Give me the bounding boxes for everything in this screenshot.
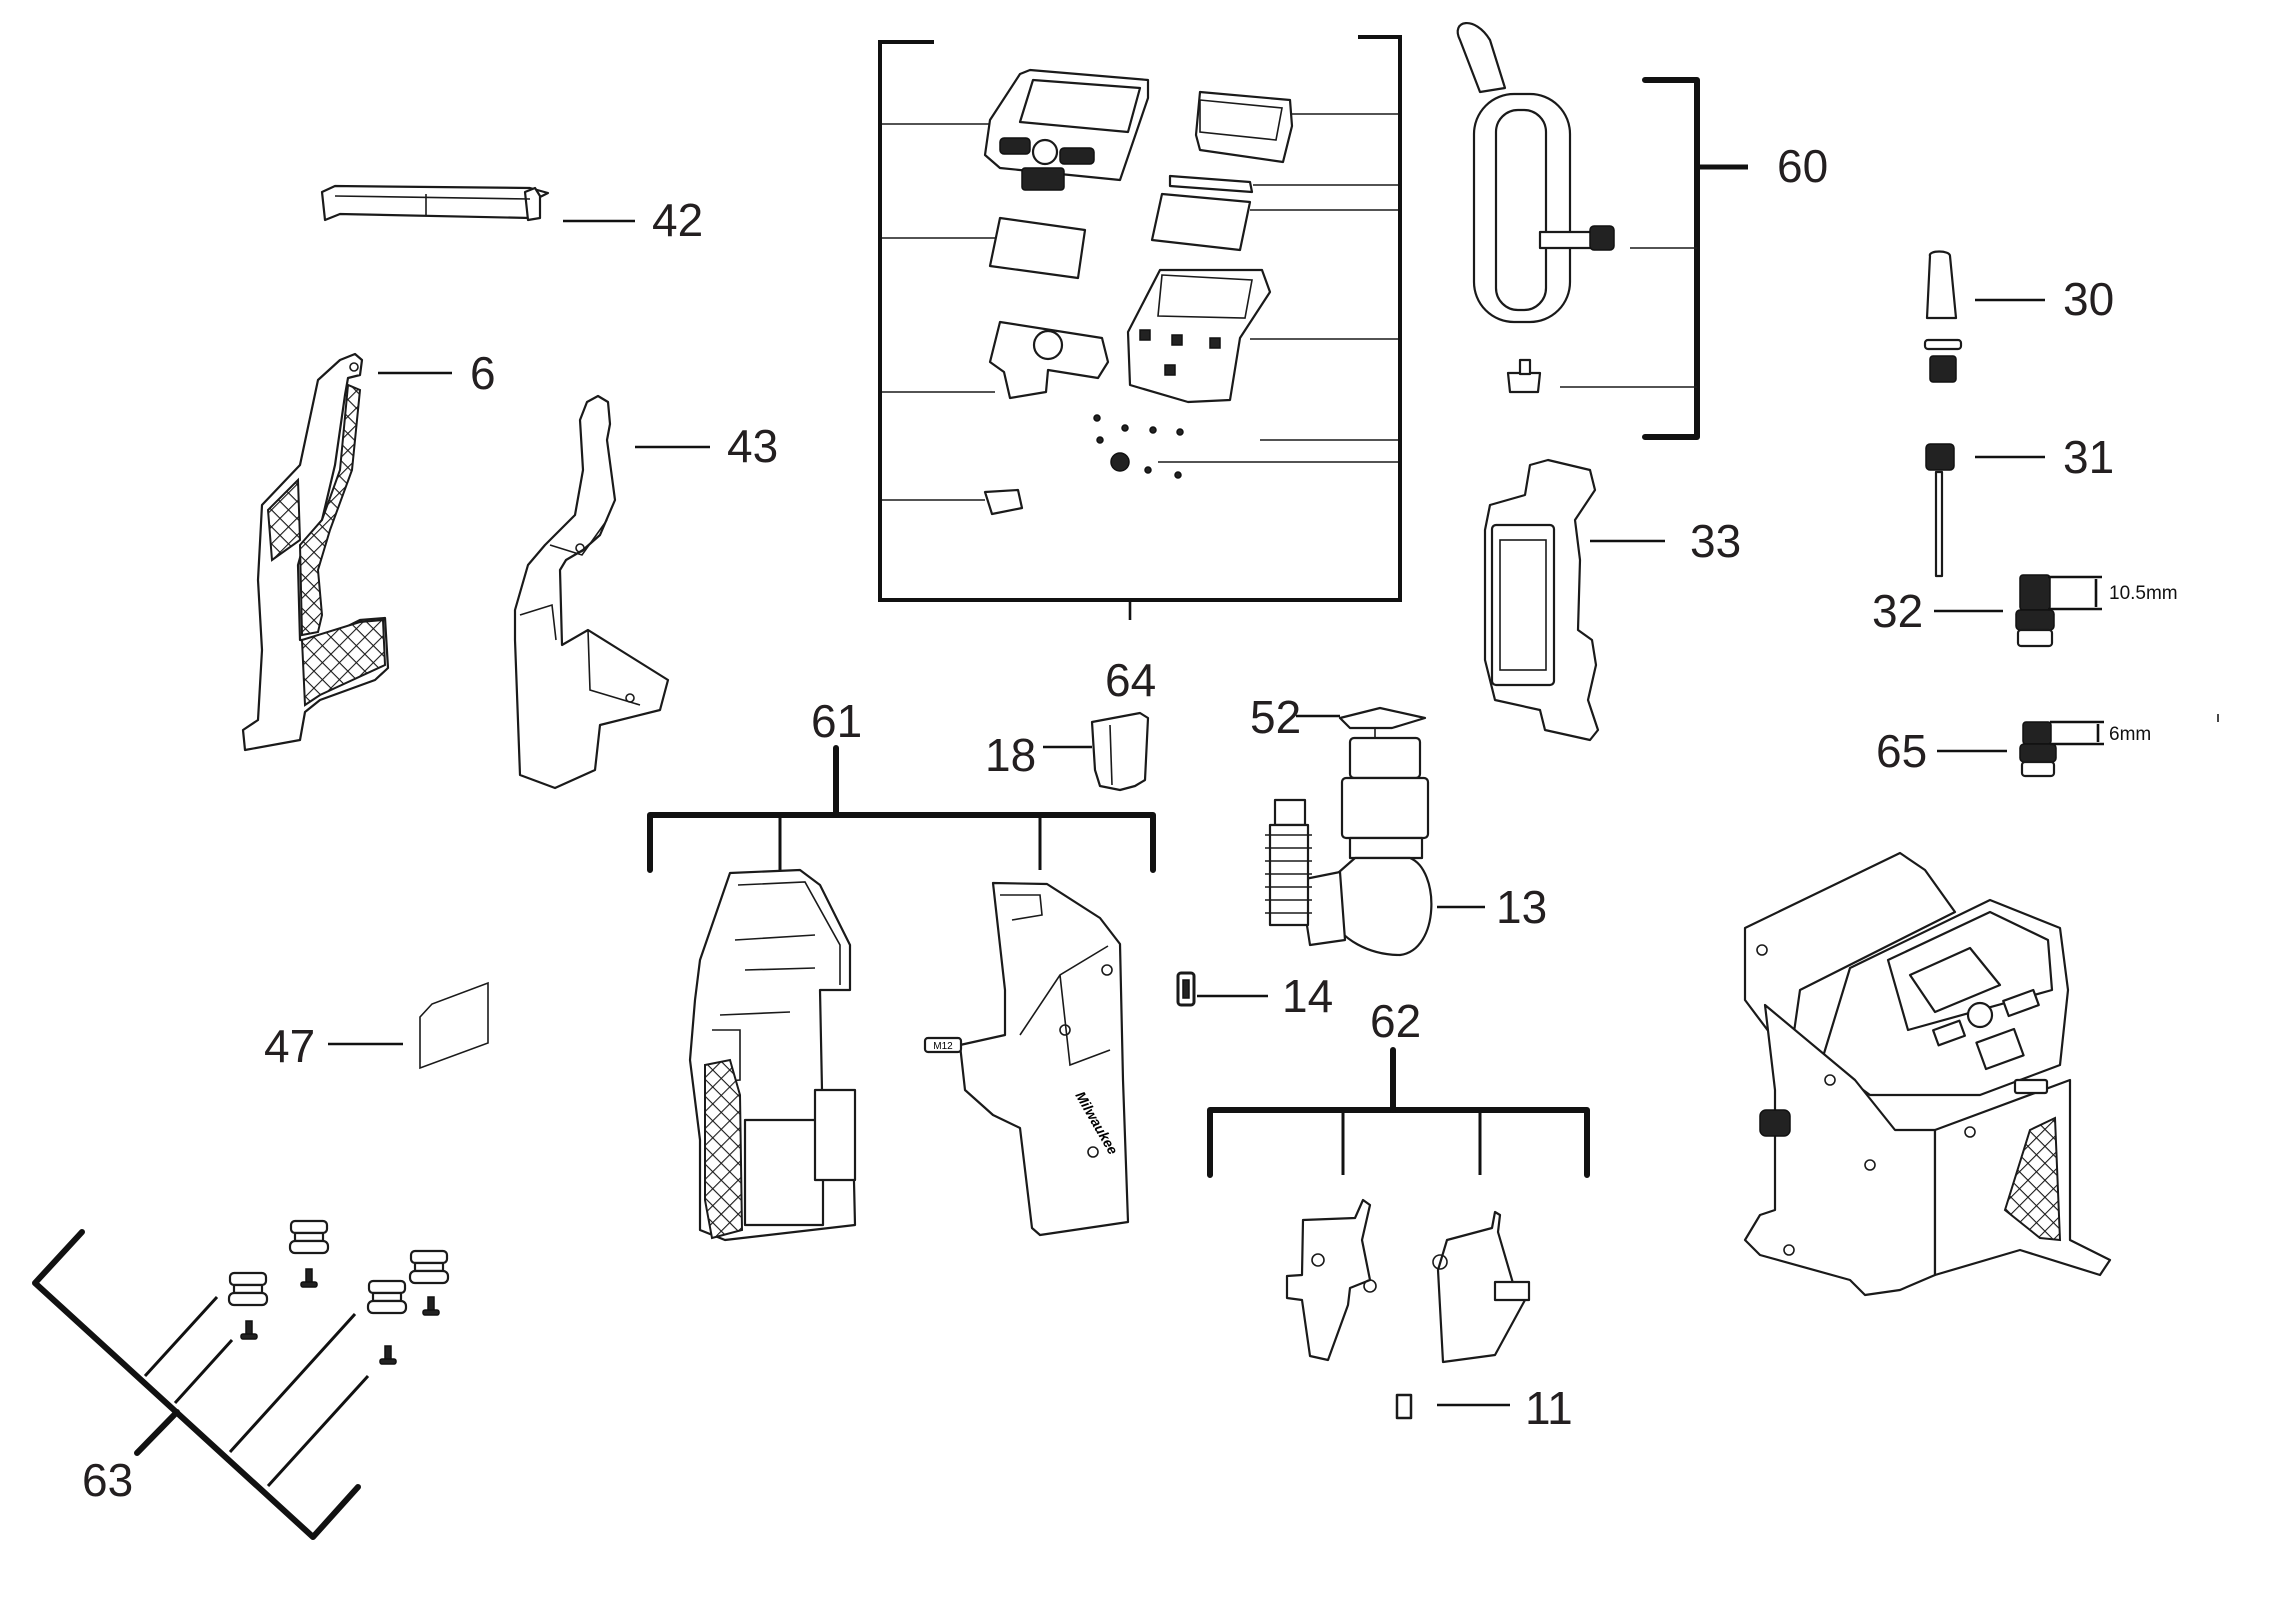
m12-badge-frame: [923, 1036, 963, 1054]
part-14-switch: [1176, 971, 1196, 1007]
part-11-contact: [1395, 1393, 1413, 1420]
foot-2: [288, 1219, 330, 1255]
dimension-32: 10.5mm: [2109, 583, 2178, 604]
part-label-33: 33: [1690, 515, 1742, 567]
part-label-43: 43: [727, 420, 779, 472]
part-label-30: 30: [2063, 273, 2115, 325]
part-47-label: [419, 981, 489, 1070]
part-65-adapter: [2019, 720, 2104, 778]
part-label-52: 52: [1250, 691, 1302, 743]
part-60-hose: [1456, 22, 1615, 394]
foot-3: [366, 1279, 408, 1315]
part-label-13: 13: [1496, 881, 1548, 933]
part-label-60: 60: [1777, 140, 1829, 192]
assembly-62-terminal-housings: [1207, 1047, 1590, 1364]
part-32-adapter: [2015, 574, 2102, 648]
m12-badge-text: M12: [933, 1041, 953, 1052]
assembly-61-housings: [647, 745, 1156, 1242]
part-label-47: 47: [264, 1020, 316, 1072]
part-label-42: 42: [652, 194, 704, 246]
dimension-65: 6mm: [2109, 724, 2152, 745]
part-label-18: 18: [985, 729, 1037, 781]
part-label-14: 14: [1282, 970, 1334, 1022]
foot-1: [227, 1271, 269, 1307]
part-42-handle: [320, 184, 550, 222]
assembled-compressor: [1743, 851, 2112, 1297]
part-label-65: 65: [1876, 725, 1928, 777]
bracket-60: [1642, 77, 1700, 440]
assembly-63-feet: [32, 1219, 450, 1540]
part-label-61: 61: [811, 695, 863, 747]
assembly-64-box: [878, 35, 1402, 620]
part-label-11: 11: [1525, 1382, 1573, 1434]
part-6-left-leg: [241, 352, 390, 752]
part-label-64: 64: [1105, 654, 1157, 706]
foot-4: [408, 1249, 450, 1285]
part-label-63: 63: [82, 1454, 134, 1506]
part-43-right-leg: [513, 394, 670, 790]
part-18-clip: [1090, 711, 1150, 792]
part-label-31: 31: [2063, 431, 2115, 483]
part-label-6: 6: [470, 347, 496, 399]
part-30-adapter: [1923, 250, 1963, 383]
part-31-needle: [1925, 443, 1955, 578]
part-33-holder: [1483, 458, 1600, 742]
part-13-motor-pump: [1265, 736, 1433, 957]
part-label-32: 32: [1872, 585, 1924, 637]
part-label-62: 62: [1370, 995, 1422, 1047]
